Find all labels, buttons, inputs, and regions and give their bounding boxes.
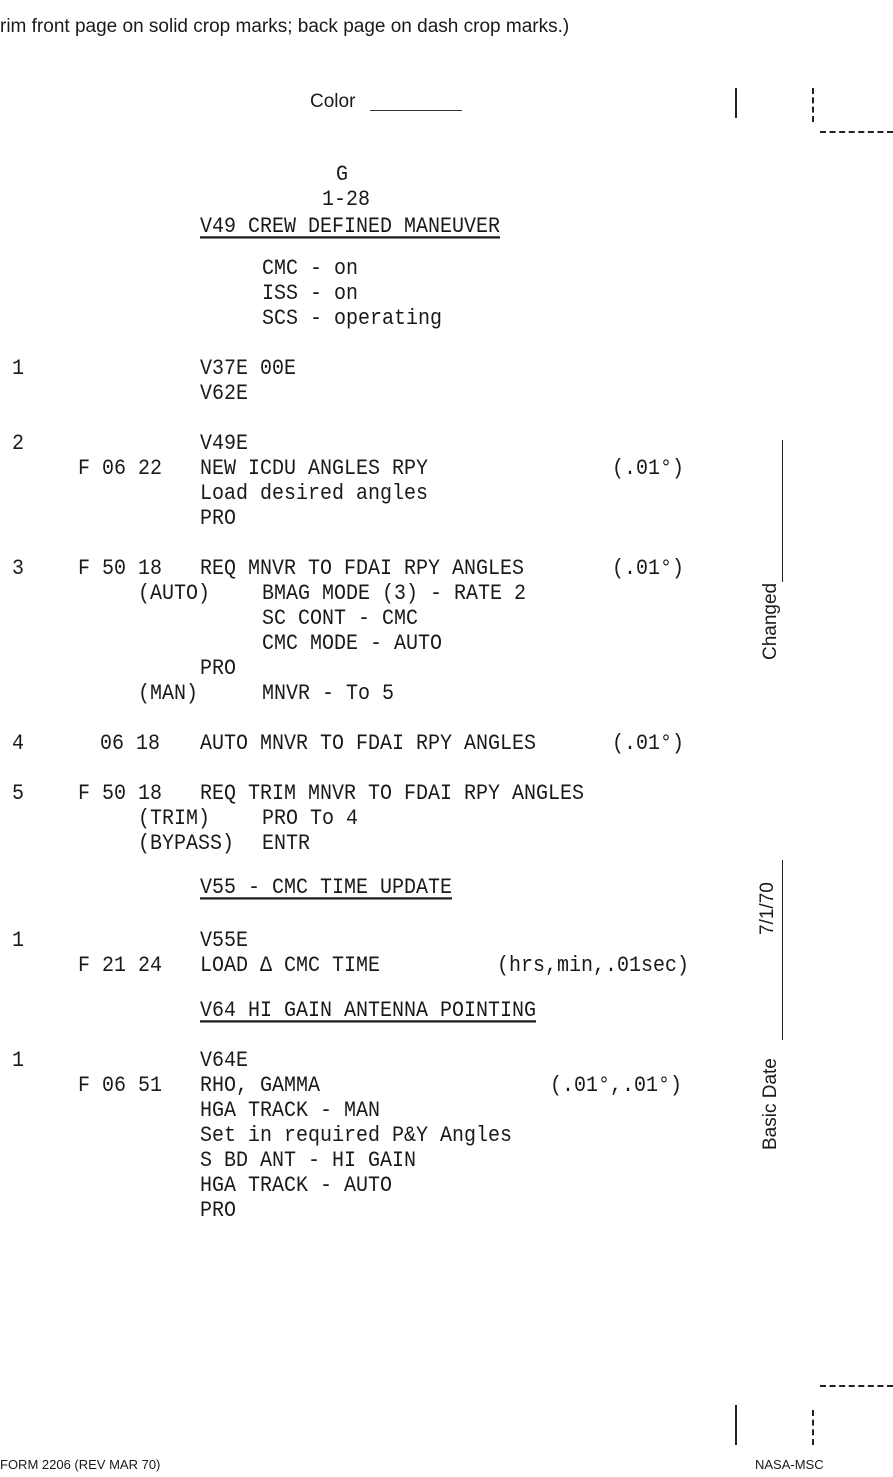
condition: SCS - operating <box>262 305 443 332</box>
color-label: Color <box>310 91 356 112</box>
display-desc: RHO, GAMMA <box>200 1072 321 1099</box>
step-line: HGA TRACK - MAN <box>200 1097 381 1124</box>
page-number: 1-28 <box>322 186 371 213</box>
step-line: CMC MODE - AUTO <box>262 630 443 657</box>
step-line: BMAG MODE (3) - RATE 2 <box>262 580 527 607</box>
display-desc: REQ TRIM MNVR TO FDAI RPY ANGLES <box>200 780 585 807</box>
dash-crop-mark <box>820 1385 893 1387</box>
flash-code: F 50 18 <box>78 555 163 582</box>
basic-date-line <box>782 860 783 1040</box>
step-line: MNVR - To 5 <box>262 680 395 707</box>
units: (hrs,min,.01sec) <box>497 952 690 979</box>
step-line: PRO <box>200 505 237 532</box>
step-line: PRO <box>200 1197 237 1224</box>
units: (.01°) <box>612 730 685 757</box>
changed-line <box>782 440 783 582</box>
step-number: 2 <box>12 430 25 457</box>
step-line: V62E <box>200 380 249 407</box>
dash-crop-mark <box>820 131 893 133</box>
basic-date-label: Basic Date <box>760 1058 781 1150</box>
v64-title: V64 HI GAIN ANTENNA POINTING <box>200 997 537 1024</box>
flash-code: F 06 22 <box>78 455 163 482</box>
basic-date-value: 7/1/70 <box>757 882 778 935</box>
condition: ISS - on <box>262 280 359 307</box>
step-number: 1 <box>12 355 25 382</box>
step-line: PRO <box>200 655 237 682</box>
section-letter: G <box>336 161 349 188</box>
changed-label: Changed <box>760 582 781 660</box>
display-desc: LOAD Δ CMC TIME <box>200 952 381 979</box>
step-number: 5 <box>12 780 25 807</box>
form-number: FORM 2206 (REV MAR 70) <box>0 1457 161 1472</box>
step-number: 4 <box>12 730 25 757</box>
flash-code: F 21 24 <box>78 952 163 979</box>
units: (.01°) <box>612 455 685 482</box>
condition: CMC - on <box>262 255 359 282</box>
display-desc: REQ MNVR TO FDAI RPY ANGLES <box>200 555 525 582</box>
step-line: ENTR <box>262 830 311 857</box>
solid-crop-mark <box>735 1405 737 1445</box>
option-label: (MAN) <box>138 680 199 707</box>
option-label: (AUTO) <box>138 580 211 607</box>
trim-instruction-note: rim front page on solid crop marks; back… <box>0 16 570 37</box>
color-blank-line <box>370 110 462 111</box>
step-line: S BD ANT - HI GAIN <box>200 1147 417 1174</box>
display-desc: AUTO MNVR TO FDAI RPY ANGLES <box>200 730 537 757</box>
v49-title: V49 CREW DEFINED MANEUVER <box>200 213 501 240</box>
step-line: V64E <box>200 1047 249 1074</box>
step-line: Load desired angles <box>200 480 429 507</box>
flash-code: F 50 18 <box>78 780 163 807</box>
step-line: V37E 00E <box>200 355 297 382</box>
dash-crop-mark <box>812 88 814 122</box>
units: (.01°) <box>612 555 685 582</box>
step-number: 1 <box>12 927 25 954</box>
step-line: HGA TRACK - AUTO <box>200 1172 393 1199</box>
flash-code: 06 18 <box>100 730 161 757</box>
org-label: NASA-MSC <box>755 1457 824 1472</box>
v55-title: V55 - CMC TIME UPDATE <box>200 874 453 901</box>
step-line: PRO To 4 <box>262 805 359 832</box>
step-line: V49E <box>200 430 249 457</box>
dash-crop-mark <box>812 1410 814 1445</box>
step-line: SC CONT - CMC <box>262 605 419 632</box>
solid-crop-mark <box>735 88 737 118</box>
option-label: (BYPASS) <box>138 830 235 857</box>
flash-code: F 06 51 <box>78 1072 163 1099</box>
option-label: (TRIM) <box>138 805 211 832</box>
units: (.01°,.01°) <box>550 1072 683 1099</box>
step-number: 1 <box>12 1047 25 1074</box>
step-line: V55E <box>200 927 249 954</box>
step-number: 3 <box>12 555 25 582</box>
display-desc: NEW ICDU ANGLES RPY <box>200 455 429 482</box>
step-line: Set in required P&Y Angles <box>200 1122 513 1149</box>
